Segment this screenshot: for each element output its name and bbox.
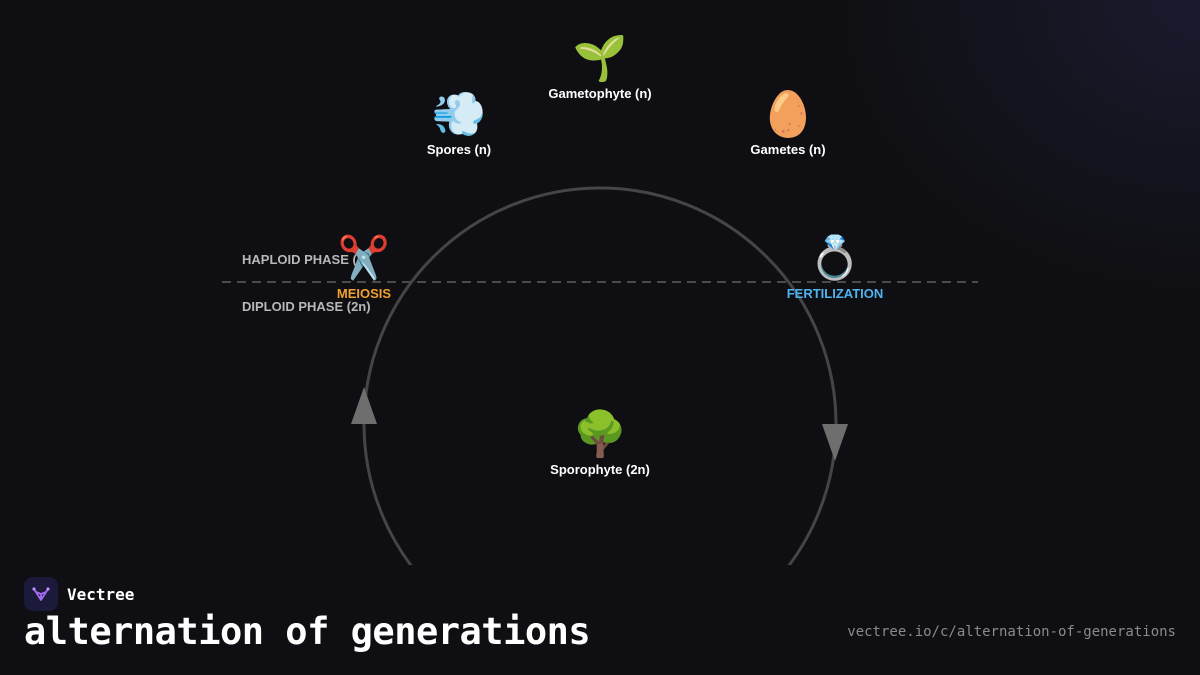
sporophyte-label: Sporophyte (2n) bbox=[550, 462, 650, 477]
tree-icon: 🌳 bbox=[572, 410, 628, 459]
fertilization-label: FERTILIZATION bbox=[786, 286, 884, 301]
spores-label: Spores (n) bbox=[426, 142, 492, 157]
haploid-phase-label: HAPLOID PHASE (n) bbox=[242, 252, 370, 267]
fertilization-event: 💍 FERTILIZATION bbox=[787, 234, 884, 301]
dash-cloud-icon: 💨 bbox=[431, 90, 487, 139]
spores-node: 💨 Spores (n) bbox=[427, 90, 491, 157]
brand-name: Vectree bbox=[67, 584, 135, 604]
seedling-icon: 🌱 bbox=[572, 34, 628, 83]
arrow-right-down bbox=[822, 424, 848, 461]
vectree-logo-icon bbox=[24, 577, 58, 611]
gametophyte-label: Gametophyte (n) bbox=[548, 86, 652, 101]
diploid-phase-label: DIPLOID PHASE (2n) bbox=[242, 299, 371, 314]
brand: Vectree bbox=[24, 577, 134, 611]
gametes-node: 🥚 Gametes (n) bbox=[750, 90, 825, 157]
ring-icon: 💍 bbox=[808, 234, 862, 281]
egg-icon: 🥚 bbox=[760, 90, 816, 139]
sporophyte-node: 🌳 Sporophyte (2n) bbox=[550, 410, 650, 477]
scissors-icon: ✂️ bbox=[337, 234, 391, 281]
page-url[interactable]: vectree.io/c/alternation-of-generations bbox=[847, 624, 1176, 640]
gametophyte-node: 🌱 Gametophyte (n) bbox=[548, 34, 651, 101]
life-cycle-diagram: HAPLOID PHASE (n) DIPLOID PHASE (2n) 🌱 G… bbox=[222, 34, 978, 565]
cycle-graphics bbox=[222, 186, 978, 565]
meiosis-label: MEIOSIS bbox=[336, 286, 392, 301]
arrow-left-up bbox=[351, 387, 377, 424]
cycle-circle bbox=[362, 186, 838, 565]
gametes-label: Gametes (n) bbox=[750, 142, 826, 157]
meiosis-event: ✂️ MEIOSIS bbox=[337, 234, 391, 301]
page-title: alternation of generations bbox=[24, 610, 591, 653]
